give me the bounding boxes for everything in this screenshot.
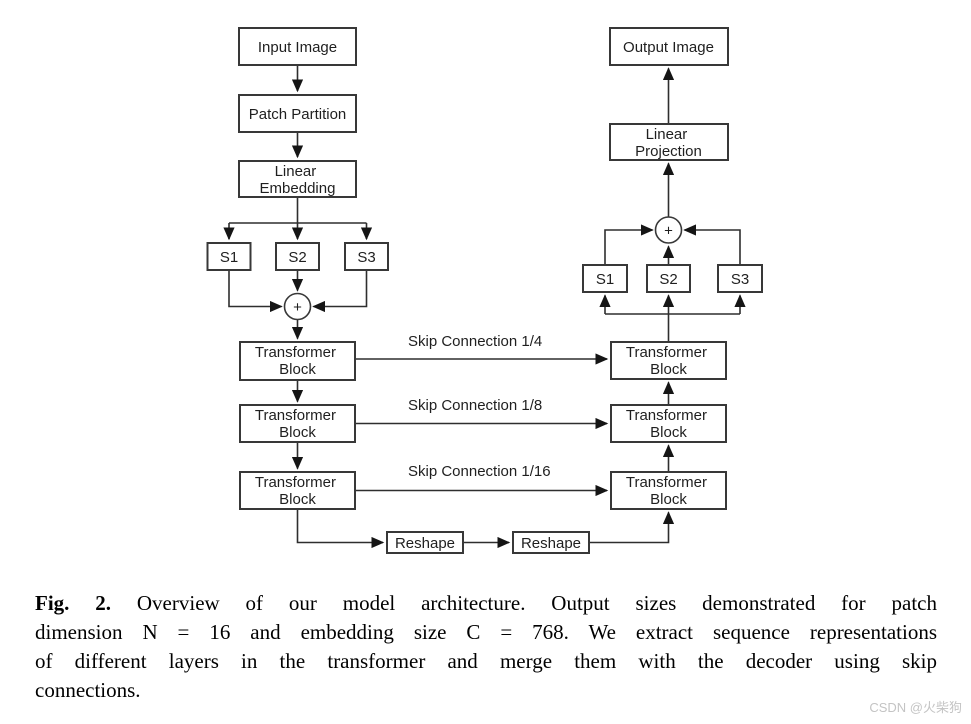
edge-reshape2-to-decoder-tb3: [589, 511, 675, 544]
reshape-label-1: Reshape: [395, 535, 455, 552]
reshape-label-2: Reshape: [521, 535, 581, 552]
output-image-box: [609, 27, 729, 66]
caption-line-2: dimension N = 16 and embedding size C = …: [35, 620, 937, 644]
encoder-transformer-block-1-label: Transformer Block: [255, 344, 340, 378]
linear-embedding-box: [238, 160, 357, 198]
encoder-s3-label: S3: [357, 249, 375, 266]
decoder-s2-label: S2: [659, 271, 677, 288]
encoder-s1-label: S1: [220, 249, 238, 266]
edge-dec-tb1-splitter: [605, 313, 740, 342]
encoder-transformer-block-2: [239, 404, 356, 443]
decoder-transformer-block-1-label: Transformer Block: [626, 344, 711, 378]
edge-dec-s1-to-sum: [604, 224, 654, 265]
encoder-transformer-block-3-label: Transformer Block: [255, 474, 340, 508]
decoder-s1-box: [582, 264, 628, 293]
edge-s1-to-sum: [228, 270, 283, 313]
decoder-s2-box: [646, 264, 691, 293]
figure-caption: Fig. 2. Overview of our model architectu…: [35, 589, 937, 705]
edge-s3-to-sum: [312, 270, 368, 313]
edge-dec-s3-to-sum: [683, 224, 741, 265]
decoder-sum-circle: [654, 216, 683, 244]
encoder-sum-circle: [283, 292, 312, 321]
edge-embedding-splitter: [229, 197, 367, 224]
decoder-transformer-block-3-label: Transformer Block: [626, 474, 711, 508]
linear-embedding-label: Linear Embedding: [260, 163, 336, 197]
decoder-s3-label: S3: [731, 271, 749, 288]
encoder-plus-icon: +: [293, 299, 302, 316]
caption-line-1-text: Overview of our model architecture. Outp…: [136, 591, 937, 615]
output-image-label: Output Image: [623, 39, 714, 56]
input-image-box: [238, 27, 357, 66]
linear-projection-box: [609, 123, 729, 161]
skip-connection-label-1-16: Skip Connection 1/16: [408, 463, 551, 480]
architecture-diagram: Skip Connection 1/4 Skip Connection 1/8 …: [206, 27, 763, 554]
skip-connection-label-1-4: Skip Connection 1/4: [408, 333, 542, 350]
csdn-watermark: CSDN @火柴狗: [869, 700, 962, 715]
encoder-s3-box: [344, 242, 389, 271]
decoder-transformer-block-2-label: Transformer Block: [626, 407, 711, 441]
skip-connection-label-1-8: Skip Connection 1/8: [408, 397, 542, 414]
caption-line-4: connections.: [35, 678, 141, 702]
reshape-box-2: [512, 531, 590, 554]
caption-line-3: of different layers in the transformer a…: [35, 649, 937, 673]
figure-number-label: Fig. 2.: [35, 591, 112, 615]
decoder-transformer-block-2: [610, 404, 727, 443]
caption-line-1: Fig. 2. Overview of our model architectu…: [35, 589, 937, 618]
encoder-transformer-block-1: [239, 341, 356, 381]
decoder-plus-icon: +: [664, 223, 673, 240]
edge-tb3-to-reshape1: [296, 509, 385, 549]
patch-partition-box: [238, 94, 357, 133]
input-image-label: Input Image: [258, 39, 337, 56]
encoder-transformer-block-3: [239, 471, 356, 510]
patch-partition-label: Patch Partition: [249, 106, 347, 123]
reshape-box-1: [386, 531, 464, 554]
linear-projection-label: Linear Projection: [635, 126, 702, 160]
encoder-s1-box: [206, 242, 252, 271]
decoder-s1-label: S1: [596, 271, 614, 288]
encoder-s2-label: S2: [288, 249, 306, 266]
decoder-transformer-block-3: [610, 471, 727, 510]
decoder-s3-box: [717, 264, 763, 293]
encoder-s2-box: [275, 242, 320, 271]
encoder-transformer-block-2-label: Transformer Block: [255, 407, 340, 441]
decoder-transformer-block-1: [610, 341, 727, 380]
